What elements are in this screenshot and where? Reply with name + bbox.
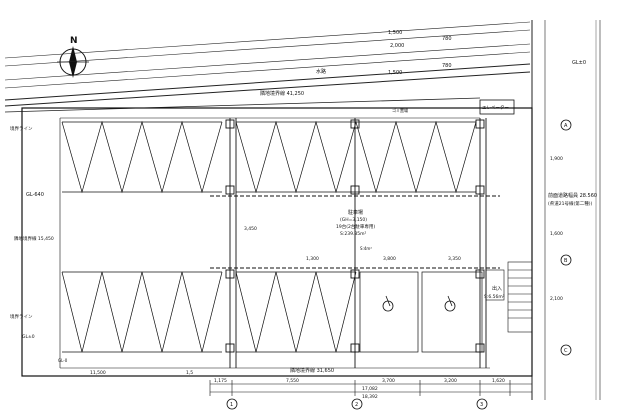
- road-waterway-lines: [4, 21, 531, 113]
- grid-marker-1: 1: [230, 402, 233, 408]
- left-low-boundary: 境界ライン: [10, 313, 33, 320]
- left-dim-2: 1,5: [186, 370, 193, 376]
- bottom-dim-4: 3,200: [444, 378, 457, 384]
- right-vertical-dim-1: 1,900: [550, 156, 563, 162]
- road-small-dim-1: 780: [442, 36, 452, 42]
- front-road-width: 前面道路幅員 28.560: [548, 192, 597, 199]
- structural-frames: [210, 118, 500, 368]
- road-dim-2: 2,000: [390, 43, 404, 49]
- north-compass-icon: N: [57, 36, 89, 78]
- waterway-label: 水路: [316, 68, 326, 75]
- grid-marker-3: 3: [480, 402, 483, 408]
- elevator-label: エレベーター: [482, 104, 509, 111]
- inner-dim-2: 3,800: [383, 256, 396, 262]
- pavilion-label: ゴミ置場: [392, 107, 408, 113]
- north-label: N: [70, 36, 78, 46]
- lot-area: S:239.85m²: [340, 231, 367, 237]
- bottom-parking-stalls: [61, 271, 483, 353]
- stair-entrance: [485, 261, 533, 333]
- small-room-area: S:4m²: [360, 246, 372, 251]
- entrance-area: S:6.56m²: [484, 294, 505, 300]
- inner-dim-1: 1,300: [306, 256, 319, 262]
- row-marker-a: A: [564, 123, 568, 129]
- inner-dim-4: 3,450: [244, 226, 257, 232]
- top-boundary-label: 隣地境界線 41,250: [260, 90, 304, 97]
- right-top-gl: GL±0: [572, 60, 586, 66]
- elevator-box: [479, 99, 515, 115]
- bottom-boundary-label: 隣地境界線 31,650: [290, 367, 334, 374]
- left-bottom-gl: GL±0: [22, 334, 35, 340]
- row-marker-c: C: [564, 348, 568, 354]
- left-boundary-vertical: 隣地境界線 15,450: [14, 235, 54, 242]
- bottom-dimension-lines: [22, 375, 532, 396]
- road-small-dim-2: 780: [442, 63, 452, 69]
- column-grid-markers: [226, 119, 572, 410]
- left-small-gl: GL-0: [58, 358, 68, 363]
- lot-title: 駐車場: [348, 209, 363, 216]
- right-vertical-dim-2: 1,600: [550, 231, 563, 237]
- road-dim-3: 1,500: [388, 70, 402, 76]
- lot-height: (GH=3,150): [340, 217, 367, 223]
- bottom-dim-7: 18,392: [362, 394, 378, 400]
- left-dim-1: 11,500: [90, 370, 106, 376]
- bottom-dim-2: 7,550: [286, 378, 299, 384]
- top-left-boundary: 境界ライン: [10, 125, 33, 132]
- front-road-name: (県道21号線(第二種)): [548, 200, 592, 207]
- left-gl-mid: GL-640: [26, 192, 44, 198]
- grid-marker-2: 2: [355, 402, 358, 408]
- top-parking-stalls: [61, 120, 477, 194]
- right-vertical-dim-3: 2,100: [550, 296, 563, 302]
- wheelchair-icon: [382, 295, 456, 312]
- entrance-label: 出入: [492, 285, 502, 292]
- site-outline: [21, 107, 533, 377]
- road-dim-1: 1,500: [388, 30, 402, 36]
- bottom-dim-5: 1,620: [492, 378, 505, 384]
- bottom-dim-6: 17,082: [362, 386, 378, 392]
- lot-count: 19台(2台駐車専用): [336, 223, 375, 230]
- right-road-strip: [531, 20, 601, 400]
- row-marker-b: B: [564, 258, 568, 264]
- inner-dim-3: 3,350: [448, 256, 461, 262]
- bottom-dim-3: 3,700: [382, 378, 395, 384]
- bottom-dim-1: 1,175: [214, 378, 227, 384]
